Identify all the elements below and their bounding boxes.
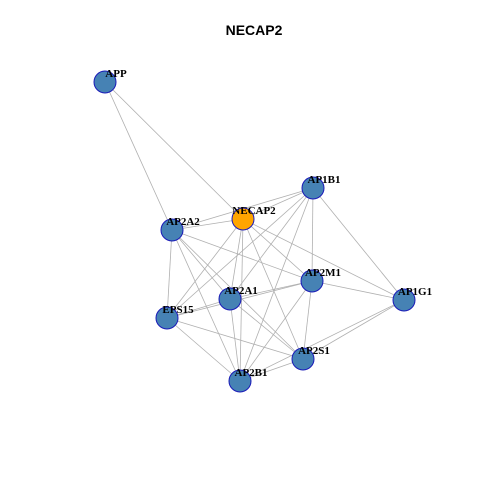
edge-ap2a1-ap2b1	[229, 298, 241, 382]
edge-ap2a2-ap2a1	[171, 229, 231, 300]
edge-necap2-eps15	[166, 218, 244, 319]
edge-ap1g1-ap2b1	[239, 299, 405, 382]
edge-app-ap2a2	[104, 81, 173, 231]
edge-necap2-ap2b1	[239, 218, 244, 382]
node-ap1b1: AP1B1	[301, 174, 341, 200]
edge-ap1b1-ap2m1	[311, 187, 314, 282]
edge-eps15-ap2b1	[166, 317, 241, 382]
node-ap1g1: AP1G1	[392, 286, 432, 312]
node-circle-ap1b1	[301, 176, 325, 200]
edge-ap1b1-ap1g1	[312, 187, 405, 301]
edge-app-necap2	[104, 81, 244, 220]
edge-necap2-ap2a1	[229, 218, 244, 300]
edge-ap2m1-ap1g1	[311, 280, 405, 301]
edge-ap2a1-ap2s1	[229, 298, 304, 360]
node-circle-eps15	[155, 306, 179, 330]
edge-necap2-ap2s1	[242, 218, 304, 360]
node-ap2b1: AP2B1	[228, 367, 268, 393]
node-label-app: APP	[105, 68, 127, 80]
node-label-eps15: EPS15	[162, 304, 194, 316]
node-ap2a2: AP2A2	[160, 216, 200, 242]
edge-necap2-ap1g1	[242, 218, 405, 301]
edge-ap2a2-eps15	[166, 229, 173, 319]
edge-ap2m1-ap2s1	[302, 280, 313, 360]
edge-necap2-ap1b1	[242, 187, 314, 220]
diagram-title: NECAP2	[226, 22, 283, 38]
node-ap2m1: AP2M1	[300, 267, 341, 293]
node-necap2: NECAP2	[231, 205, 276, 231]
node-label-ap2a2: AP2A2	[166, 216, 200, 228]
node-label-ap1g1: AP1G1	[398, 286, 432, 298]
edge-ap2m1-ap2b1	[239, 280, 313, 382]
edge-necap2-ap2m1	[242, 218, 313, 282]
node-circle-ap1g1	[392, 288, 416, 312]
edge-ap2s1-ap1g1	[302, 299, 405, 360]
node-app: APP	[93, 68, 127, 94]
edge-ap2m1-ap2a1	[229, 280, 313, 300]
node-label-ap2a1: AP2A1	[224, 285, 258, 297]
edge-ap1b1-ap2b1	[239, 187, 314, 382]
node-circle-ap2s1	[291, 347, 315, 371]
node-circle-necap2	[231, 207, 255, 231]
node-circle-ap2b1	[228, 369, 252, 393]
node-label-ap1b1: AP1B1	[308, 174, 341, 186]
node-ap2a1: AP2A1	[218, 285, 258, 311]
edge-eps15-ap2s1	[166, 317, 304, 360]
node-circle-ap2m1	[300, 269, 324, 293]
edge-ap1b1-eps15	[166, 187, 314, 319]
node-circle-ap2a1	[218, 287, 242, 311]
edge-ap2a2-ap2m1	[171, 229, 313, 282]
node-ap2s1: AP2S1	[291, 345, 330, 371]
node-label-ap2s1: AP2S1	[298, 345, 330, 357]
edge-ap1b1-ap2a1	[229, 187, 314, 300]
node-eps15: EPS15	[155, 304, 194, 330]
edge-layer	[104, 81, 405, 382]
node-circle-app	[93, 70, 117, 94]
edge-ap2a2-ap2b1	[171, 229, 241, 382]
node-circle-ap2a2	[160, 218, 184, 242]
node-label-ap2m1: AP2M1	[305, 267, 341, 279]
edge-necap2-ap2a2	[171, 218, 244, 231]
node-label-necap2: NECAP2	[232, 205, 276, 217]
node-label-ap2b1: AP2B1	[235, 367, 268, 379]
